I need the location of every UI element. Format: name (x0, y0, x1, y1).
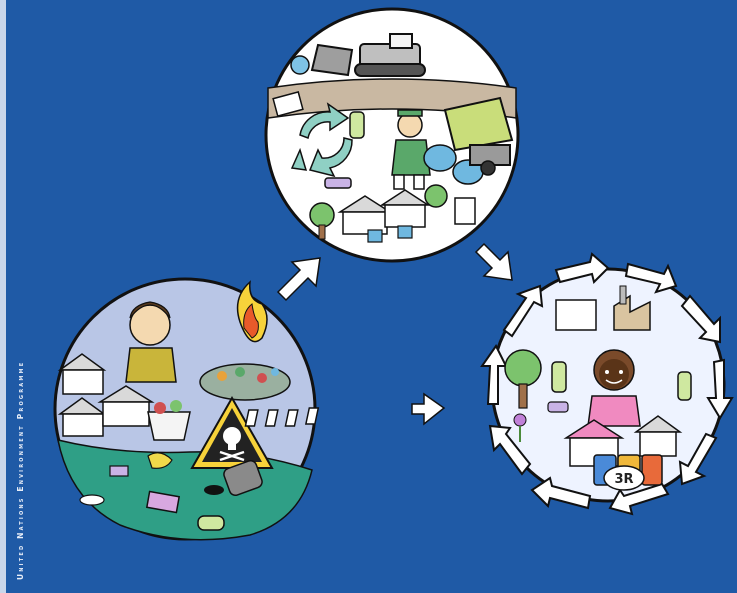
reuse-cycle-scene-icon: 3R (480, 252, 734, 516)
arrow-down-right-icon (474, 242, 513, 281)
3r-badge (603, 465, 645, 491)
dashed-arrow-right-icon (244, 392, 446, 427)
fire-icon (236, 280, 268, 343)
3r-badge-label: 3R (614, 472, 633, 487)
arrow-up-right-icon (276, 257, 321, 302)
recycle-arrows-icon (290, 102, 353, 178)
left-edge-strip (0, 0, 6, 593)
waste-collection-scene-icon (264, 7, 520, 263)
cycle-arrows-ring (480, 252, 734, 516)
